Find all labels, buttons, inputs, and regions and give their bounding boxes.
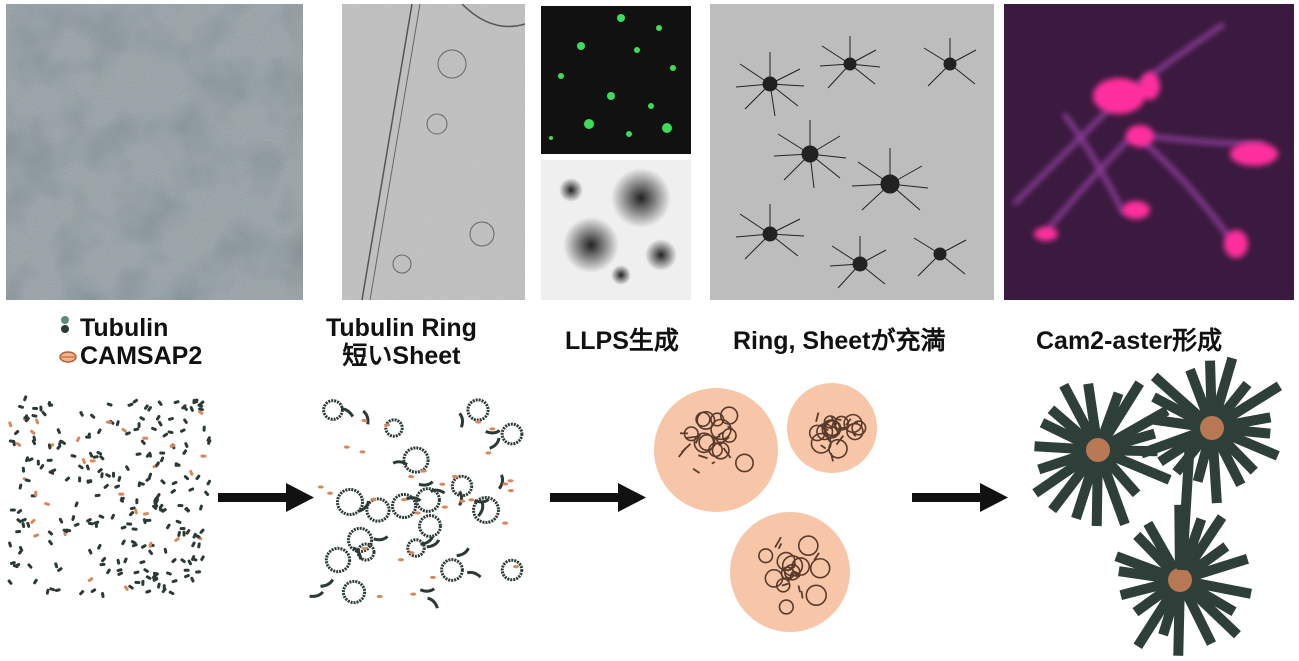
arrow-2-icon <box>550 483 646 512</box>
micrograph-rings-sheets <box>342 4 525 300</box>
stage-filled-label: Ring, Sheetが充満 <box>733 327 946 355</box>
stage-llps-label: LLPS生成 <box>565 327 679 355</box>
micrograph-asters-network <box>710 4 994 300</box>
legend-tubulin-label: Tubulin <box>80 314 169 342</box>
legend-camsap2-label: CAMSAP2 <box>80 342 203 370</box>
micrograph-tubulin-camsap2 <box>6 4 303 300</box>
rings-and-sheets <box>309 398 524 609</box>
arrows <box>218 483 1008 512</box>
fluorescence-magenta-asters <box>1004 4 1294 300</box>
stage-rings-line1: Tubulin Ring <box>326 314 477 342</box>
tubulin-legend-icon <box>58 314 80 342</box>
camsap2-legend-icon <box>58 342 80 370</box>
legend: Tubulin CAMSAP2 <box>58 314 202 370</box>
arrow-3-icon <box>912 483 1008 512</box>
llps-droplets <box>654 383 877 632</box>
cam2-asters <box>1032 356 1283 656</box>
arrow-1-icon <box>218 483 314 512</box>
fluorescence-gray-droplets <box>541 160 691 300</box>
stage-rings-line2: 短いSheet <box>342 342 461 370</box>
stage-rings-label: Tubulin Ring 短いSheet <box>326 314 477 370</box>
fluorescence-green-droplets <box>541 6 691 154</box>
dimer-scatter <box>7 395 212 598</box>
stage-aster-label: Cam2-aster形成 <box>1036 327 1223 355</box>
